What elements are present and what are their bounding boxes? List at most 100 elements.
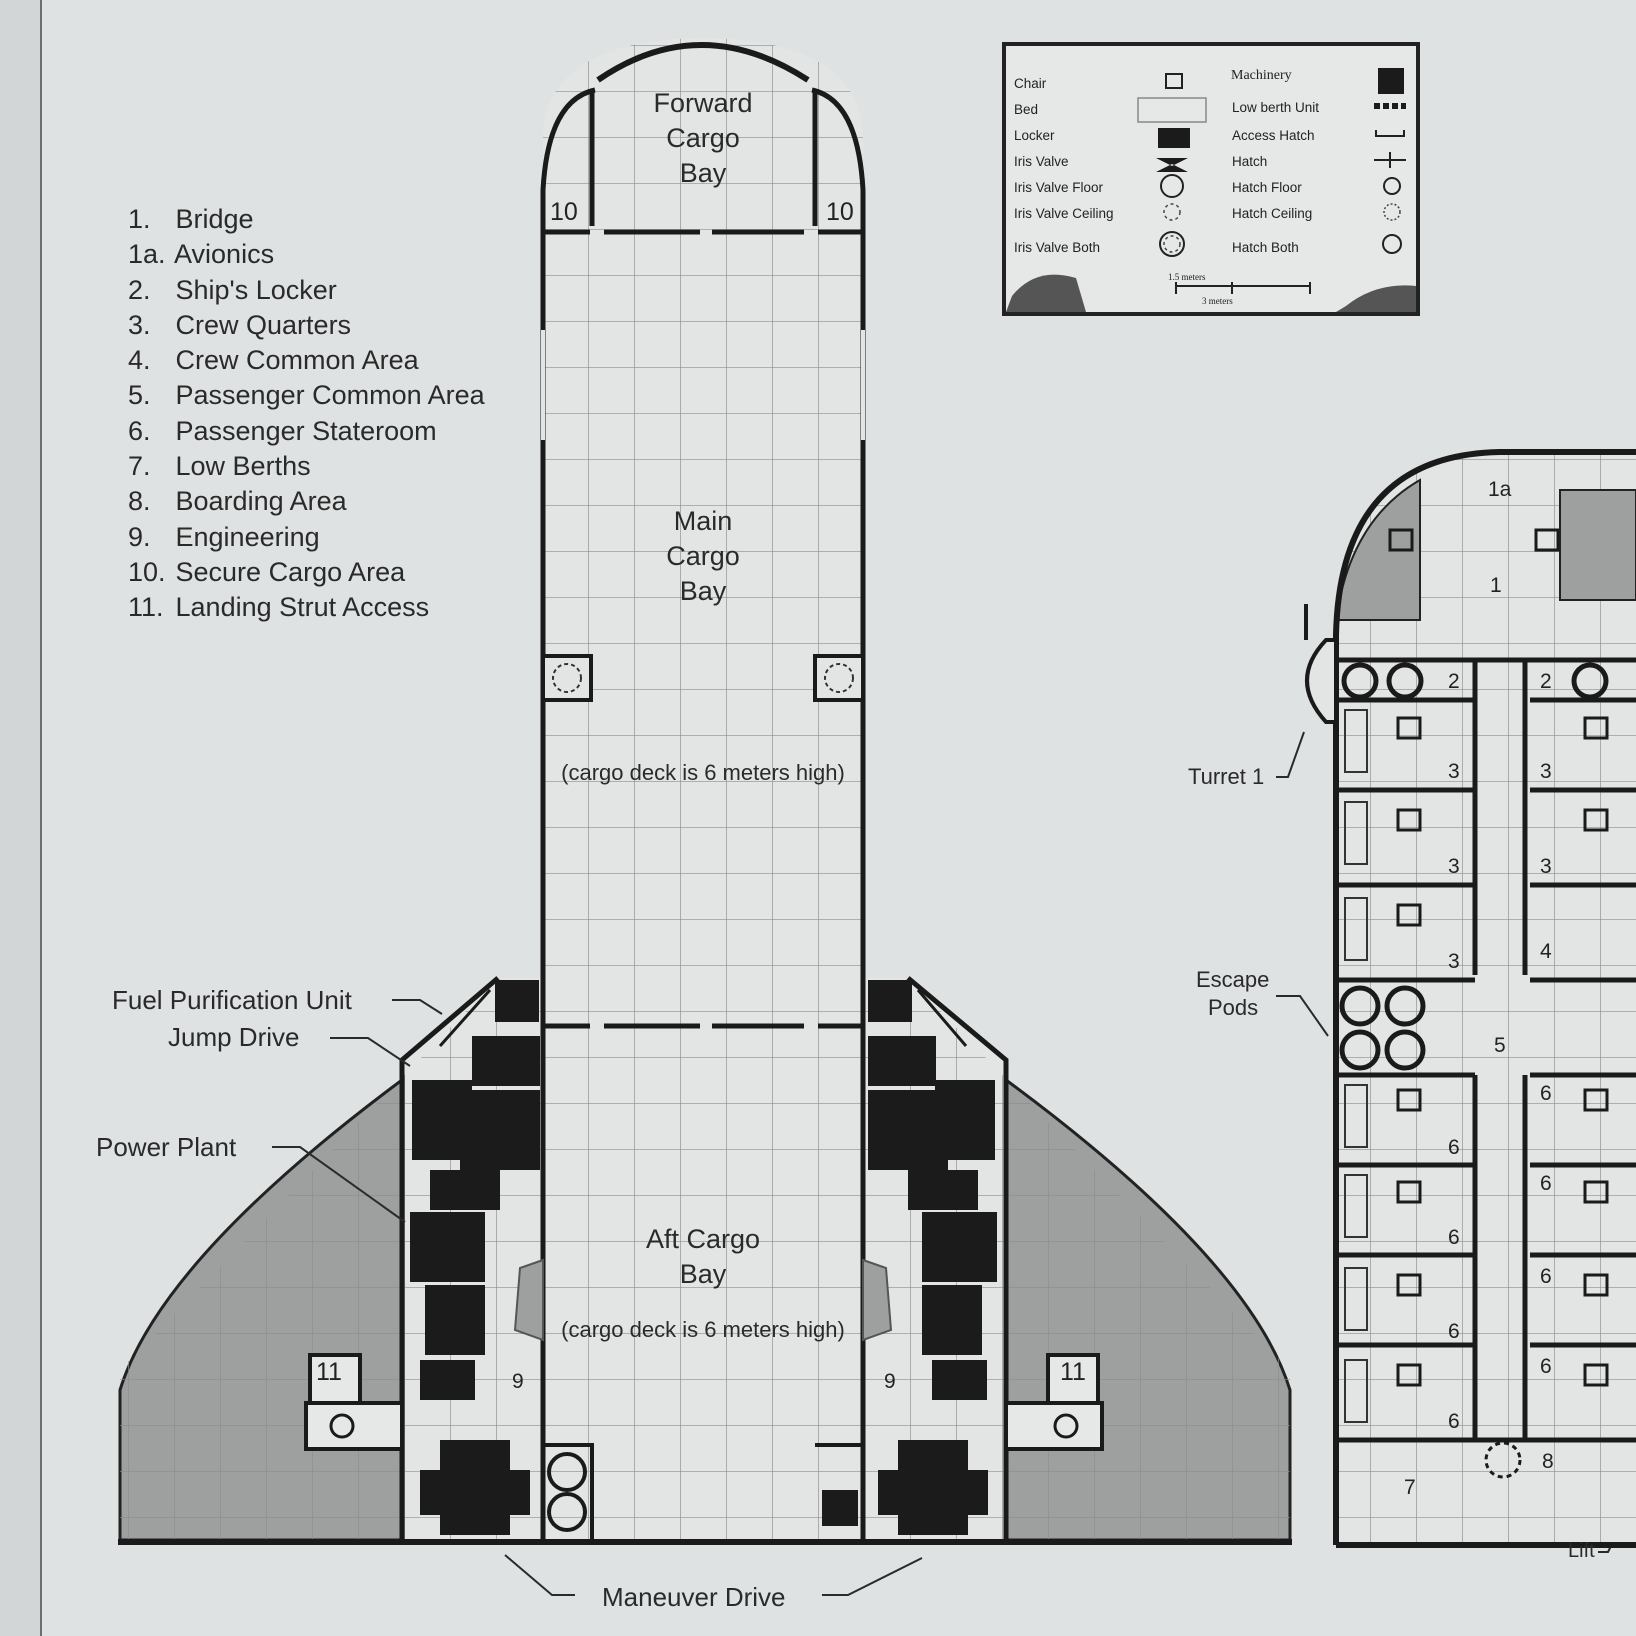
aft-deck-height-note: (cargo deck is 6 meters high) xyxy=(561,1317,845,1342)
room-key-number: 8. xyxy=(128,486,151,517)
hatch-floor-icon xyxy=(1383,177,1401,195)
room-key-number: 1. xyxy=(128,204,151,234)
lift-callout: Lift xyxy=(1568,1540,1595,1562)
machinery-icon xyxy=(1378,68,1404,94)
marker-6-h: 6 xyxy=(1540,1355,1552,1378)
escape-pods-callout-2: Pods xyxy=(1208,995,1259,1020)
room-key-item: 11. Landing Strut Access xyxy=(128,590,485,625)
marker-5: 5 xyxy=(1494,1034,1506,1057)
power-plant-callout: Power Plant xyxy=(96,1132,237,1162)
marker-4: 4 xyxy=(1540,940,1552,963)
rock-illustration xyxy=(1336,285,1416,312)
turret-callout: Turret 1 xyxy=(1188,764,1265,789)
locker-icon xyxy=(1158,128,1190,148)
marker-9-port: 9 xyxy=(512,1370,524,1393)
room-key-label: Ship's Locker xyxy=(175,274,337,305)
room-key-label: Engineering xyxy=(175,521,320,552)
legend-item-left: Iris Valve Floor xyxy=(1014,180,1104,195)
legend-item-right: Hatch Floor xyxy=(1232,180,1302,195)
hatch-ceiling-icon xyxy=(1383,203,1401,221)
room-key-number: 3. xyxy=(128,309,151,340)
room-key-number: 10. xyxy=(128,556,166,587)
iris-valve-starboard xyxy=(813,654,865,702)
legend-item-left: Bed xyxy=(1014,102,1039,117)
marker-1: 1 xyxy=(1490,574,1502,597)
marker-3-d: 3 xyxy=(1540,855,1552,878)
marker-6-b: 6 xyxy=(1540,1082,1552,1105)
room-key-number: 11. xyxy=(128,592,164,623)
upper-deck-plan xyxy=(1336,452,1636,1545)
legend-item-left: Iris Valve Both xyxy=(1014,240,1101,255)
room-key-label: Crew Quarters xyxy=(175,309,352,340)
room-key-number: 9. xyxy=(128,521,151,552)
page-binding-edge xyxy=(0,0,42,1636)
marker-3-e: 3 xyxy=(1448,950,1460,973)
room-key-label: Boarding Area xyxy=(175,486,347,517)
room-key-item: 2. Ship's Locker xyxy=(128,273,485,308)
main-deck-height-note: (cargo deck is 6 meters high) xyxy=(561,760,845,785)
room-key-number: 7. xyxy=(128,451,151,482)
room-key-label: Landing Strut Access xyxy=(175,592,430,623)
legend-item-left: Iris Valve xyxy=(1014,154,1069,169)
marker-6-f: 6 xyxy=(1540,1265,1552,1288)
legend-item-left: Iris Valve Ceiling xyxy=(1014,206,1114,221)
marker-8: 8 xyxy=(1542,1450,1554,1473)
room-key-item: 7. Low Berths xyxy=(128,449,485,484)
marker-10-port: 10 xyxy=(550,198,578,226)
marker-2-starboard: 2 xyxy=(1540,670,1552,693)
legend-machinery-title: Machinery xyxy=(1231,68,1292,83)
maneuver-drive-callout: Maneuver Drive xyxy=(602,1582,786,1612)
marker-1a: 1a xyxy=(1488,478,1512,501)
room-key-number: 5. xyxy=(128,380,151,411)
iris-valve-ceiling-icon xyxy=(1163,203,1181,221)
legend-item-right: Access Hatch xyxy=(1232,128,1315,143)
iris-valve-port xyxy=(541,654,593,702)
access-hatch-icon xyxy=(1375,130,1405,137)
marker-3-b: 3 xyxy=(1540,760,1552,783)
room-key-label: Passenger Stateroom xyxy=(175,415,437,446)
room-key-number: 4. xyxy=(128,345,151,376)
hatch-both-icon xyxy=(1382,234,1402,254)
legend-item-right: Low berth Unit xyxy=(1232,100,1320,115)
iris-valve-icon xyxy=(1156,158,1188,172)
legend-item-left: Locker xyxy=(1014,128,1055,143)
turret-1 xyxy=(1305,638,1338,724)
marker-6-a: 6 xyxy=(1448,1136,1460,1159)
room-key-label: Passenger Common Area xyxy=(175,380,485,411)
marker-7: 7 xyxy=(1404,1476,1416,1499)
room-key-item: 9. Engineering xyxy=(128,520,485,555)
iris-valve-both-icon xyxy=(1159,231,1185,257)
marker-11-starboard: 11 xyxy=(1060,1358,1086,1386)
marker-3-c: 3 xyxy=(1448,855,1460,878)
marker-10-starboard: 10 xyxy=(826,198,854,226)
room-key-item: 10. Secure Cargo Area xyxy=(128,555,485,590)
starboard-machinery xyxy=(868,980,997,1535)
scale-large-label: 3 meters xyxy=(1202,296,1233,306)
room-key-number: 2. xyxy=(128,274,151,305)
marker-6-d: 6 xyxy=(1540,1172,1552,1195)
iris-valve-floor-icon xyxy=(1160,174,1184,198)
room-key-item: 5. Passenger Common Area xyxy=(128,378,485,413)
room-key-item: 4. Crew Common Area xyxy=(128,343,485,378)
bed-icon xyxy=(1137,97,1207,123)
jump-drive-callout: Jump Drive xyxy=(168,1022,300,1052)
fuel-purification-callout: Fuel Purification Unit xyxy=(112,985,352,1015)
room-key-item: 3. Crew Quarters xyxy=(128,308,485,343)
marker-9-starboard: 9 xyxy=(884,1370,896,1393)
marker-6-e: 6 xyxy=(1448,1320,1460,1343)
marker-6-g: 6 xyxy=(1448,1410,1460,1433)
room-key-label: Crew Common Area xyxy=(175,345,419,376)
room-key-label: Avionics xyxy=(174,239,275,270)
marker-2-port: 2 xyxy=(1448,670,1460,693)
room-key-number: 6. xyxy=(128,415,151,446)
chair-icon xyxy=(1165,73,1183,89)
marker-6-c: 6 xyxy=(1448,1226,1460,1249)
room-key-item: 8. Boarding Area xyxy=(128,484,485,519)
room-key-number: 1a. xyxy=(128,239,166,270)
